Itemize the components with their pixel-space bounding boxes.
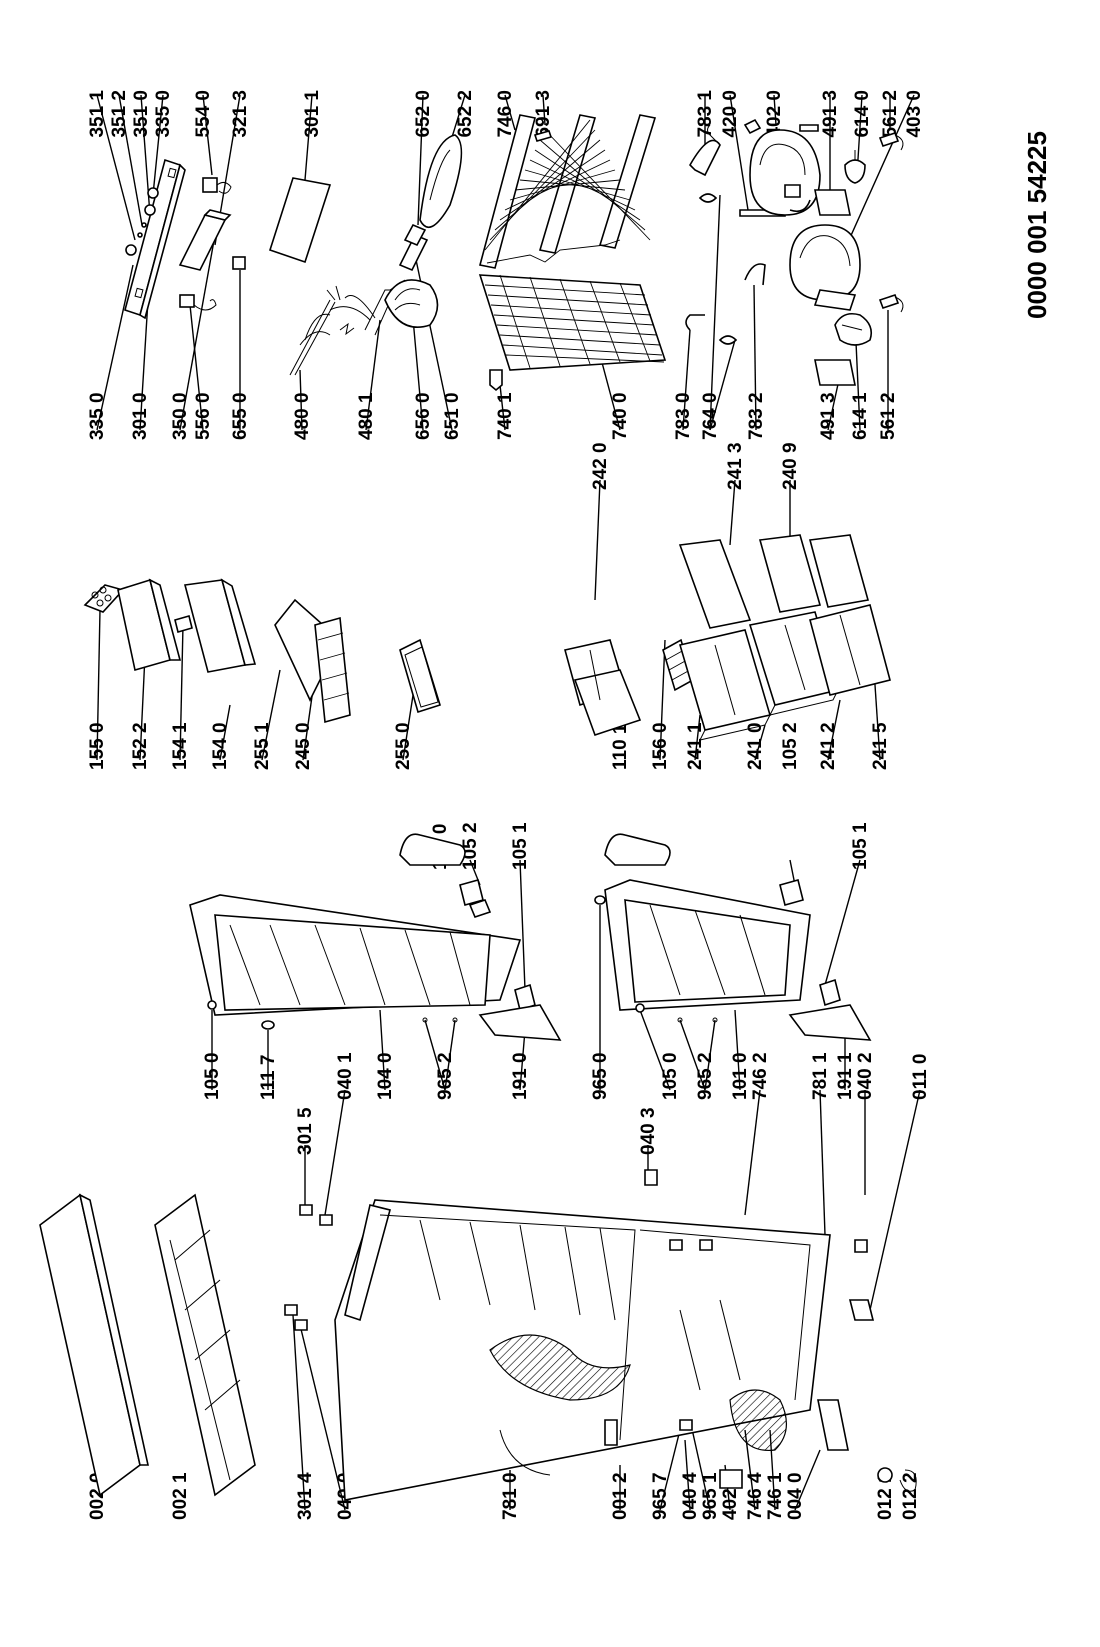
part-number-label: 965 1 [700,1472,721,1520]
lamp-housing-part [384,134,463,328]
part-number-label: 104 0 [375,1052,396,1100]
part-number-label: 002 1 [170,1472,191,1520]
part-number-label: 105 2 [780,722,801,770]
fridge-door-part [604,879,811,1023]
freezer-door-part [189,894,522,1030]
part-number-label: 402 0 [764,90,785,138]
top-frame-part [154,1193,256,1497]
part-number-label: 420 0 [720,90,741,138]
part-number-label: 403 0 [904,90,925,138]
shelf-trim-part [399,638,441,714]
door-shelf-part [117,578,182,672]
part-number-label: 241 3 [725,442,746,490]
part-number-label: 040 1 [335,1052,356,1100]
part-number-label: 614 1 [850,392,871,440]
relay-box-part-2 [814,312,873,386]
part-number-label: 101 0 [730,1052,751,1100]
handle-part [399,833,671,866]
part-number-label: 105 1 [510,822,531,870]
part-number-label: 556 0 [193,392,214,440]
part-number-label: 154 0 [210,722,231,770]
part-number-label: 245 0 [293,722,314,770]
ice-tray-part [564,639,642,737]
part-number-label: 321 3 [230,90,251,138]
part-number-label: 301 4 [295,1472,316,1520]
part-number-label: 746 1 [765,1472,786,1520]
part-number-label: 480 0 [292,392,313,440]
hinge-part [459,879,841,1012]
part-number-label: 554 0 [193,90,214,138]
egg-tray-part [83,584,125,613]
part-number-label: 105 0 [660,1052,681,1100]
part-number-label: 011 0 [910,1054,931,1101]
part-number-label: 351 0 [131,90,152,138]
part-number-label: 740 1 [495,392,516,440]
condenser-part [478,274,667,392]
part-number-label: 740 0 [610,392,631,440]
top-cover-part [39,1193,149,1497]
part-number-label: 491 3 [818,392,839,440]
wiring-harness-part [289,285,355,376]
part-number-label: 350 0 [170,392,191,440]
part-number-label: 652 0 [413,90,434,138]
part-number-label: 110 1 [610,723,631,770]
evaporator-rack-part [479,114,657,269]
part-number-label: 040 2 [855,1052,876,1100]
part-number-label: 040 3 [638,1107,659,1155]
cabinet-body-part [334,1199,831,1501]
part-number-label: 105 1 [850,822,871,870]
part-number-label: 480 1 [356,392,377,440]
part-number-label: 335 0 [153,90,174,138]
part-number-label: 012 1 [875,1472,896,1520]
small-clips-part [284,1169,693,1431]
part-number-label: 781 1 [810,1052,831,1100]
part-number-label: 656 0 [413,392,434,440]
part-number-label: 691 3 [533,90,554,138]
part-number-label: 746 4 [745,1472,766,1520]
document-number: 0000 001 54225 [1022,131,1052,319]
part-number-label: 255 0 [393,722,414,770]
door-gasket-part [478,1004,872,1041]
part-number-label: 614 0 [852,90,873,138]
part-number-label: 241 2 [818,722,839,770]
part-number-label: 012 2 [900,1472,921,1520]
part-number-label: 965 2 [435,1052,456,1100]
part-number-label: 040 4 [680,1472,701,1520]
cover-plate-part [268,177,332,264]
part-number-label: 351 1 [87,90,108,138]
freezer-drawer-part-3 [809,604,891,696]
part-number-label: 241 5 [870,722,891,770]
part-number-label: 240 9 [780,442,801,490]
clip-part [878,131,904,313]
leader-lines [96,94,921,1511]
door-shelf-part-2 [174,578,257,673]
part-number-label: 105 2 [460,822,481,870]
part-number-label: 241 1 [685,722,706,770]
relay-box-part [814,150,866,216]
part-number-label: 301 5 [295,1107,316,1155]
foot-part [719,1239,917,1492]
drain-tube-part [499,1419,618,1476]
drawer-front-part [678,534,870,629]
part-number-label: 746 0 [495,90,516,138]
part-number-label: 335 0 [87,392,108,440]
part-number-label: 241 0 [745,722,766,770]
part-number-label: 965 2 [695,1052,716,1100]
compressor-part [743,118,821,216]
part-number-label: 242 0 [590,442,611,490]
part-number-label: 004 0 [785,1472,806,1520]
control-panel-part [124,158,246,320]
part-number-label: 301 1 [302,90,323,138]
wire-shelf-part [314,616,351,724]
part-number-label: 652 2 [455,90,476,138]
part-number-label: 746 2 [750,1052,771,1100]
part-number-label: 255 1 [252,722,273,770]
compressor-part-2 [789,224,861,311]
